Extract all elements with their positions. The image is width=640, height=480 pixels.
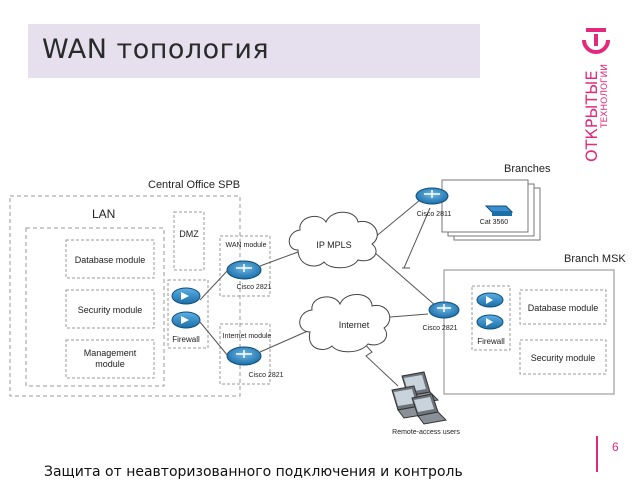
router-icon (226, 346, 262, 366)
cisco-2811-label: Cisco 2811 (417, 211, 452, 218)
laptop-icon (411, 393, 448, 425)
branch-msk-box (443, 269, 615, 395)
management-module-label-2: module (95, 359, 125, 369)
remote-users-label: Remote-access users (392, 429, 460, 436)
internet-module-box (219, 323, 271, 385)
security-module-label: Security module (78, 305, 143, 315)
firewall-label: Firewall (172, 335, 200, 344)
cisco-2821-wan-label: Cisco 2821 (236, 284, 271, 291)
management-module-label-1: Management (84, 348, 137, 358)
internet-module-label: Internet module (223, 333, 272, 340)
branches-stack (441, 179, 541, 241)
lan-box (25, 227, 165, 387)
branches-label: Branches (504, 163, 551, 175)
firewall-icon (171, 287, 201, 329)
switch-icon (484, 205, 514, 216)
dmz-label: DMZ (179, 229, 199, 239)
management-module-box (65, 339, 155, 379)
page-number: 6 (612, 440, 619, 454)
central-office-label: Central Office SPB (148, 179, 240, 191)
security-module-box (65, 289, 155, 329)
page-divider (596, 436, 598, 472)
cisco-2821-inet-label: Cisco 2821 (248, 372, 283, 379)
security-module-msk-box (519, 339, 607, 375)
slide-title: WAN топология (42, 34, 270, 65)
wan-module-box (219, 235, 271, 297)
dmz-box (173, 211, 205, 271)
branch-msk-label: Branch MSK (564, 253, 626, 265)
brand-logo: ОТКРЫТЫЕ ТЕХНОЛОГИИ (578, 20, 618, 170)
cisco-2821-msk-label: Cisco 2821 (422, 325, 457, 332)
router-icon (415, 187, 449, 205)
firewall-msk-label: Firewall (477, 337, 505, 346)
database-module-msk-box (519, 289, 607, 325)
ip-mpls-label: IP MPLS (316, 240, 351, 250)
database-module-label: Database module (75, 255, 146, 265)
firewall-icon (476, 292, 504, 330)
cat-3560-label: Cat 3560 (480, 219, 509, 226)
title-band: WAN топология (28, 24, 480, 78)
database-module-box (65, 239, 155, 279)
internet-label: Internet (339, 320, 370, 330)
security-module-msk-label: Security module (531, 353, 596, 363)
database-module-msk-label: Database module (528, 303, 599, 313)
lan-label: LAN (92, 207, 115, 221)
internet-cloud-icon (299, 294, 391, 353)
router-icon (428, 301, 460, 319)
wan-module-label: WAN module (226, 242, 267, 249)
firewall-box (167, 279, 209, 349)
footer-text: Защита от неавторизованного подключения … (44, 464, 463, 480)
ip-mpls-cloud-icon (288, 211, 378, 269)
firewall-msk-box (471, 285, 511, 351)
router-icon (226, 260, 262, 280)
brand-symbol-icon (582, 28, 610, 54)
